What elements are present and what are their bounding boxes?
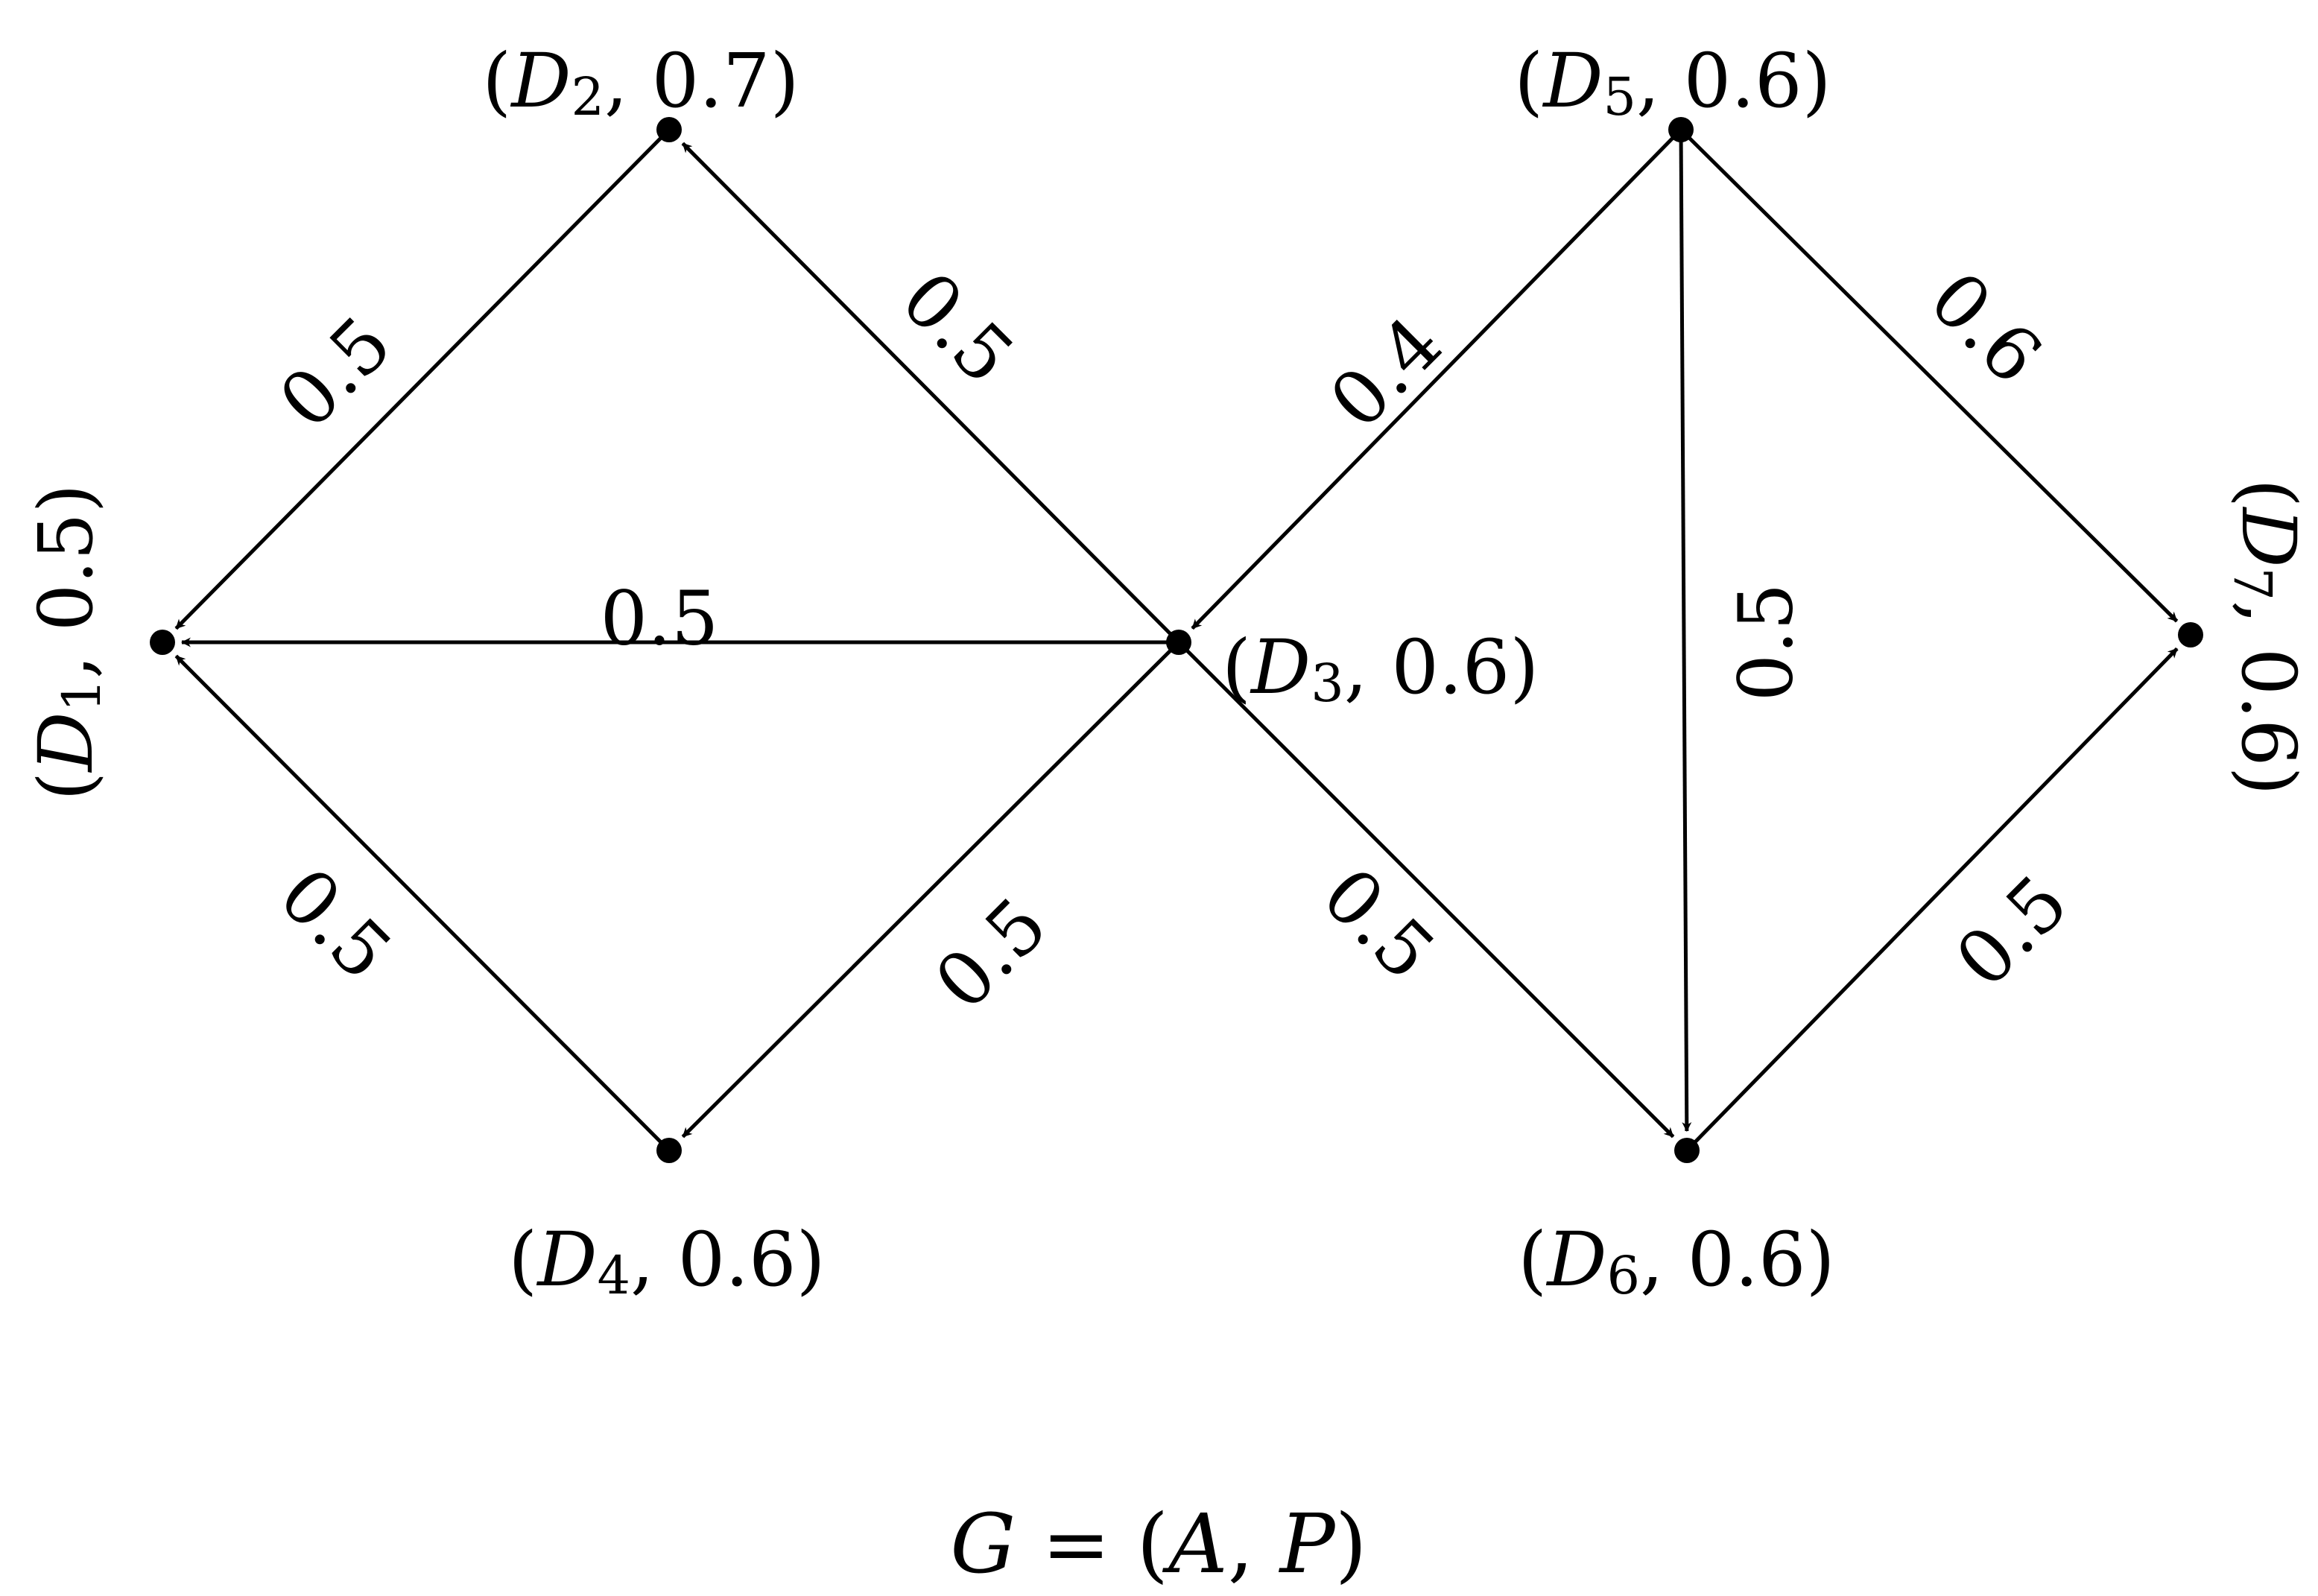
edge-weight-d3-d2: 0.5 xyxy=(884,255,1030,400)
label-open-paren: ( xyxy=(1518,1216,1547,1303)
edge-d5-to-d3 xyxy=(1191,131,1679,630)
label-node-subscript: 2 xyxy=(571,66,605,127)
edge-d3-to-d2 xyxy=(681,142,1177,641)
label-comma: , xyxy=(630,1216,678,1303)
label-comma: , xyxy=(22,631,110,679)
caption-graph-symbol: G xyxy=(950,1496,1016,1592)
label-close-paren: ) xyxy=(22,484,110,513)
label-comma: , xyxy=(1640,1216,1688,1303)
label-node-subscript: 3 xyxy=(1311,653,1344,714)
label-close-paren: ) xyxy=(770,37,799,124)
label-close-paren: ) xyxy=(1806,1216,1835,1303)
label-node-subscript: 6 xyxy=(1607,1245,1641,1306)
edge-weight-d6-d7: 0.5 xyxy=(1939,858,2084,1004)
label-node-subscript: 4 xyxy=(598,1245,631,1306)
label-open-paren: ( xyxy=(1514,37,1543,124)
node-label-d1: (D1, 0.5) xyxy=(22,484,113,800)
label-node-value: 0.6 xyxy=(1688,1216,1806,1303)
label-open-paren: ( xyxy=(508,1216,537,1303)
caption-close: ) xyxy=(1335,1496,1367,1592)
label-close-paren: ) xyxy=(1802,37,1831,124)
label-node-name: D xyxy=(2226,506,2313,567)
nodes-layer xyxy=(150,117,2203,1163)
edge-d3-to-d4 xyxy=(681,644,1177,1139)
label-node-value: 0.6 xyxy=(2226,648,2313,767)
label-node-name: D xyxy=(536,1216,597,1303)
label-open-paren: ( xyxy=(2226,478,2313,507)
label-node-subscript: 5 xyxy=(1603,66,1637,127)
node-d6 xyxy=(1674,1138,1700,1163)
label-node-subscript: 7 xyxy=(2222,568,2283,601)
node-d7 xyxy=(2178,622,2203,647)
label-close-paren: ) xyxy=(797,1216,826,1303)
graph-caption: G = (A, P) xyxy=(950,1496,1367,1592)
label-open-paren: ( xyxy=(22,772,110,801)
edge-d5-to-d7 xyxy=(1682,131,2179,623)
label-node-value: 0.6 xyxy=(1391,624,1510,711)
label-node-name: D xyxy=(1542,37,1603,124)
label-node-subscript: 1 xyxy=(51,679,113,712)
edge-d2-to-d1 xyxy=(174,131,668,630)
label-node-value: 0.6 xyxy=(1684,37,1802,124)
label-node-value: 0.6 xyxy=(678,1216,797,1303)
label-comma: , xyxy=(2226,601,2313,648)
node-labels-layer: (D1, 0.5)(D2, 0.7)(D3, 0.6)(D4, 0.6)(D5,… xyxy=(22,37,2313,1307)
edge-weight-d4-d1: 0.5 xyxy=(262,851,408,996)
label-node-value: 0.5 xyxy=(22,513,110,631)
label-node-name: D xyxy=(22,712,110,773)
edge-weight-d3-d6: 0.5 xyxy=(1305,851,1451,996)
label-close-paren: ) xyxy=(1510,624,1539,711)
node-label-d3: (D3, 0.6) xyxy=(1222,624,1539,715)
edge-weight-d3-d1: 0.5 xyxy=(600,575,718,662)
node-d4 xyxy=(656,1138,682,1163)
edge-weight-d5-d3: 0.4 xyxy=(1313,300,1458,445)
label-node-name: D xyxy=(510,37,571,124)
edges-layer xyxy=(174,131,2179,1149)
edge-d3-to-d6 xyxy=(1180,644,1675,1139)
label-node-name: D xyxy=(1250,624,1311,711)
label-node-value: 0.7 xyxy=(652,37,770,124)
caption-set-p: P xyxy=(1279,1496,1337,1592)
edge-d4-to-d1 xyxy=(174,654,668,1149)
node-d5 xyxy=(1668,117,1694,142)
label-comma: , xyxy=(1344,624,1392,711)
edge-weight-d5-d6: 0.5 xyxy=(1723,583,1810,701)
edge-d6-to-d7 xyxy=(1688,647,2179,1149)
caption-comma: , xyxy=(1228,1496,1280,1592)
node-label-d6: (D6, 0.6) xyxy=(1518,1216,1834,1307)
edge-weight-d3-d4: 0.5 xyxy=(918,881,1063,1026)
node-d1 xyxy=(150,630,175,655)
label-comma: , xyxy=(604,37,652,124)
label-open-paren: ( xyxy=(482,37,511,124)
label-comma: , xyxy=(1636,37,1684,124)
edge-d5-to-d6 xyxy=(1679,133,1692,1133)
label-close-paren: ) xyxy=(2226,767,2313,796)
label-open-paren: ( xyxy=(1222,624,1251,711)
node-label-d2: (D2, 0.7) xyxy=(482,37,799,128)
node-label-d7: (D7, 0.6) xyxy=(2222,478,2313,795)
caption-set-a: A xyxy=(1162,1496,1227,1592)
node-d2 xyxy=(656,117,682,142)
label-node-name: D xyxy=(1545,1216,1606,1303)
caption-equals-open: = ( xyxy=(1016,1496,1168,1592)
node-label-d5: (D5, 0.6) xyxy=(1514,37,1831,128)
edge-weight-d2-d1: 0.5 xyxy=(262,300,408,445)
node-d3 xyxy=(1166,630,1191,655)
node-label-d4: (D4, 0.6) xyxy=(508,1216,825,1307)
